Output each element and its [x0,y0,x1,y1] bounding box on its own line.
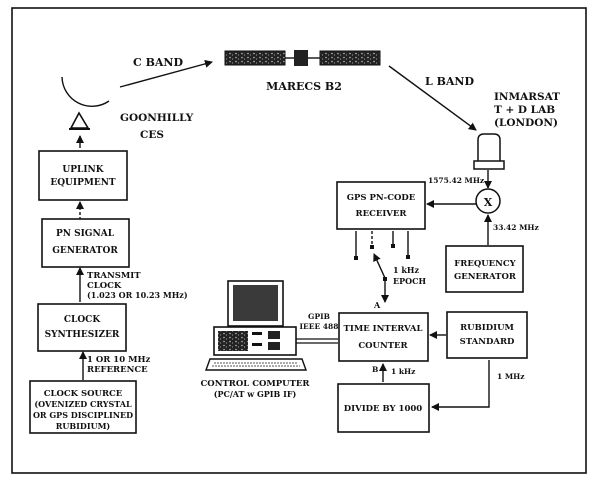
gps-receiver-block: GPS PN-CODE RECEIVER [336,181,426,230]
dish-antenna-icon [61,76,110,130]
svg-text:GENERATOR: GENERATOR [454,272,517,282]
computer-label-2: (PC/AT w GPIB IF) [214,389,297,399]
solar-panel-right [319,50,381,66]
input-a-label: A [373,300,381,310]
svg-text:PN SIGNAL: PN SIGNAL [56,229,115,239]
lab-label-3: (LONDON) [494,117,558,129]
ground-station-label-2: CES [140,129,164,141]
lo-frequency-label: 33.42 MHz [493,223,539,232]
svg-text:STANDARD: STANDARD [460,337,515,347]
svg-text:COUNTER: COUNTER [358,341,408,351]
input-b-label: B [372,365,378,374]
receiver-output-pins [354,231,410,260]
lab-label-2: T + D LAB [494,104,555,116]
reference-label-2: REFERENCE [87,365,148,375]
epoch-label-2: EPOCH [393,276,426,286]
satellite-label: MARECS B2 [266,80,342,93]
svg-text:RECEIVER: RECEIVER [356,209,408,219]
rf-frequency-label: 1575.42 MHz [428,176,484,185]
satellite-body [294,50,308,66]
svg-text:FREQUENCY: FREQUENCY [454,259,516,269]
svg-text:CLOCK SOURCE: CLOCK SOURCE [44,389,123,399]
svg-text:RUBIDIUM): RUBIDIUM) [56,421,111,431]
l-band-label: L BAND [425,75,474,88]
mixer-block: X [475,188,501,214]
svg-text:X: X [484,196,493,209]
divide-by-1000-block: DIVIDE BY 1000 [337,383,430,433]
c-band-label: C BAND [133,56,183,69]
svg-text:(OVENIZED CRYSTAL: (OVENIZED CRYSTAL [34,399,132,409]
arrow-rubidium-to-divider [431,360,490,411]
svg-text:GENERATOR: GENERATOR [52,246,118,256]
gpib-label-2: IEEE 488 [300,322,339,331]
rubidium-out-label: 1 MHz [497,372,524,381]
clock-synthesizer-block: CLOCK SYNTHESIZER [37,303,127,352]
rubidium-standard-block: RUBIDIUM STANDARD [446,311,528,359]
svg-text:TIME INTERVAL: TIME INTERVAL [344,324,423,334]
frequency-generator-block: FREQUENCY GENERATOR [445,245,524,293]
svg-text:GPS PN-CODE: GPS PN-CODE [347,193,416,203]
l-band-link [388,65,477,131]
time-interval-counter-block: TIME INTERVAL COUNTER [338,312,429,362]
gps-antenna-icon [473,133,505,170]
ground-station-label-1: GOONHILLY [120,112,194,124]
svg-text:RUBIDIUM: RUBIDIUM [460,323,514,333]
lab-label-1: INMARSAT [494,91,560,103]
svg-text:DIVIDE BY 1000: DIVIDE BY 1000 [344,404,423,414]
divider-out-label: 1 kHz [391,367,415,376]
svg-text:CLOCK: CLOCK [64,315,101,325]
outer-frame [11,7,587,474]
satellite-icon [224,50,381,66]
svg-text:UPLINK: UPLINK [62,165,104,175]
gpib-label-1: GPIB [308,312,330,321]
clock-source-block: CLOCK SOURCE (OVENIZED CRYSTAL OR GPS DI… [29,380,137,434]
svg-text:SYNTHESIZER: SYNTHESIZER [45,330,120,340]
c-band-link [119,59,213,88]
epoch-switch [373,253,389,303]
reference-label-1: 1 OR 10 MHz [87,355,151,365]
transmit-clock-label-1: TRANSMIT [87,271,141,281]
epoch-label-1: 1 kHz [393,265,419,275]
transmit-clock-label-2: CLOCK [87,281,122,291]
pn-signal-generator-block: PN SIGNAL GENERATOR [41,218,130,268]
uplink-equipment-block: UPLINK EQUIPMENT [38,150,128,201]
solar-panel-left [224,50,286,66]
transmit-clock-label-3: (1.023 OR 10.23 MHz) [87,290,188,300]
computer-label-1: CONTROL COMPUTER [201,379,311,389]
svg-text:OR GPS DISCIPLINED: OR GPS DISCIPLINED [33,410,133,420]
svg-text:EQUIPMENT: EQUIPMENT [50,178,116,188]
control-computer-icon [205,280,307,371]
